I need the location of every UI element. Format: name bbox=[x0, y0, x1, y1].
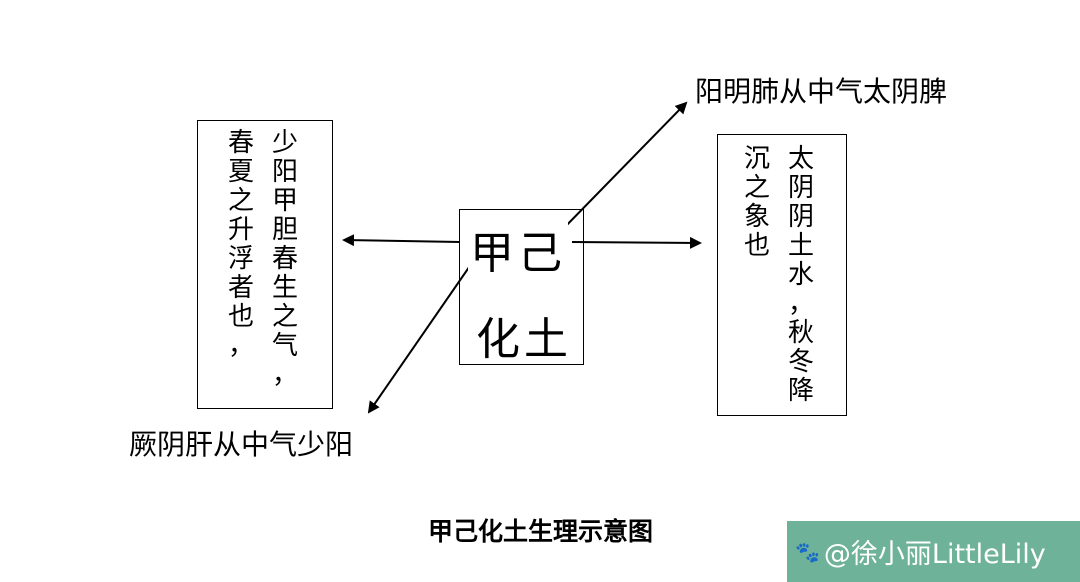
vertical-char: 也 bbox=[228, 302, 255, 332]
left-box-col-right: 少阳甲胆春生之气， bbox=[272, 129, 298, 390]
vertical-char: 阴 bbox=[788, 173, 815, 203]
vertical-char: 沉 bbox=[744, 144, 771, 174]
vertical-char: 太 bbox=[788, 144, 815, 174]
vertical-char: 浮 bbox=[228, 244, 255, 274]
arrow-left bbox=[342, 234, 461, 247]
center-box bbox=[459, 209, 584, 365]
vertical-char: 夏 bbox=[228, 157, 255, 187]
arrow-right bbox=[571, 236, 702, 249]
bottom-left-label: 厥阴肝从中气少阳 bbox=[129, 428, 354, 461]
left-box-col-left: 春夏之升浮者也， bbox=[228, 129, 254, 361]
vertical-char: 少 bbox=[272, 128, 299, 158]
arrow-up-right bbox=[559, 101, 688, 233]
diagram-caption: 甲己化土生理示意图 bbox=[428, 517, 654, 546]
vertical-char: 之 bbox=[272, 302, 299, 332]
watermark-text: @徐小丽LittleLily bbox=[823, 539, 1046, 570]
center-line2: 化土 bbox=[476, 314, 572, 365]
vertical-char: 也 bbox=[744, 231, 771, 261]
vertical-char: 甲 bbox=[272, 186, 299, 216]
vertical-char: 之 bbox=[228, 186, 255, 216]
vertical-char: 升 bbox=[228, 215, 255, 245]
vertical-char: 胆 bbox=[272, 215, 299, 245]
watermark: 🐾 @徐小丽LittleLily bbox=[787, 521, 1080, 582]
left-box: 少阳甲胆春生之气， 春夏之升浮者也， bbox=[197, 120, 333, 409]
vertical-char: 生 bbox=[272, 273, 299, 303]
vertical-char: 春 bbox=[272, 244, 299, 274]
right-box-col-left: 沉之象也 bbox=[744, 145, 770, 261]
paw-icon: 🐾 bbox=[795, 539, 820, 564]
vertical-char: 秋 bbox=[788, 318, 815, 348]
vertical-char: 象 bbox=[744, 202, 771, 232]
vertical-char: 阳 bbox=[272, 157, 299, 187]
vertical-char: ， bbox=[228, 331, 255, 361]
arrow-down-left bbox=[367, 259, 475, 414]
right-box: 太阴阴土水，秋冬降 沉之象也 bbox=[717, 134, 847, 416]
vertical-char: ， bbox=[788, 289, 815, 319]
center-line1: 甲己 bbox=[468, 217, 568, 281]
top-right-label: 阳明肺从中气太阴脾 bbox=[695, 75, 948, 108]
vertical-char: 土 bbox=[788, 231, 815, 261]
right-box-col-right: 太阴阴土水，秋冬降 bbox=[788, 145, 814, 406]
vertical-char: 水 bbox=[788, 260, 815, 290]
vertical-char: 冬 bbox=[788, 347, 815, 377]
vertical-char: 降 bbox=[788, 376, 815, 406]
vertical-char: ， bbox=[272, 360, 299, 390]
vertical-char: 者 bbox=[228, 273, 255, 303]
vertical-char: 阴 bbox=[788, 202, 815, 232]
vertical-char: 气 bbox=[272, 331, 299, 361]
vertical-char: 春 bbox=[228, 128, 255, 158]
vertical-char: 之 bbox=[744, 173, 771, 203]
